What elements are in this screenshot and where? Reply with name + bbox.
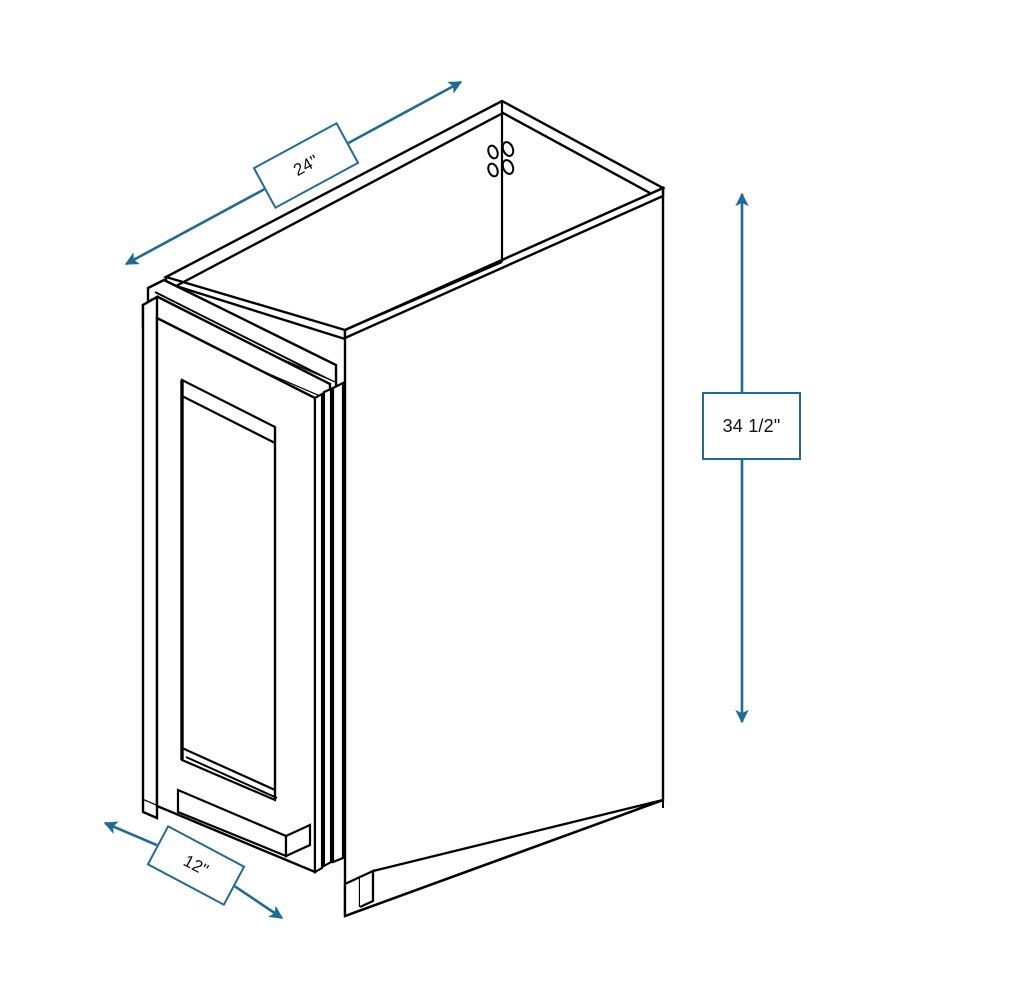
door-edge-strips	[313, 381, 345, 874]
hinge-hole-icon	[487, 162, 499, 178]
hinge-hole-group	[487, 141, 515, 178]
height-dimension-value: 34 1/2"	[722, 415, 781, 436]
depth-dimension-line-right	[329, 80, 463, 155]
toe-kick	[176, 788, 664, 918]
left-face-stile	[141, 294, 159, 820]
cabinet-body-linework	[141, 99, 666, 918]
height-dimension-label: 34 1/2"	[702, 392, 801, 460]
depth-dimension-value: 24"	[289, 150, 322, 180]
hinge-hole-icon	[487, 144, 499, 160]
hinge-hole-icon	[501, 159, 515, 175]
hinge-hole-icon	[501, 141, 515, 157]
width-dimension-value: 12"	[180, 850, 212, 880]
door-front	[155, 316, 317, 874]
cabinet-interior	[344, 101, 504, 332]
